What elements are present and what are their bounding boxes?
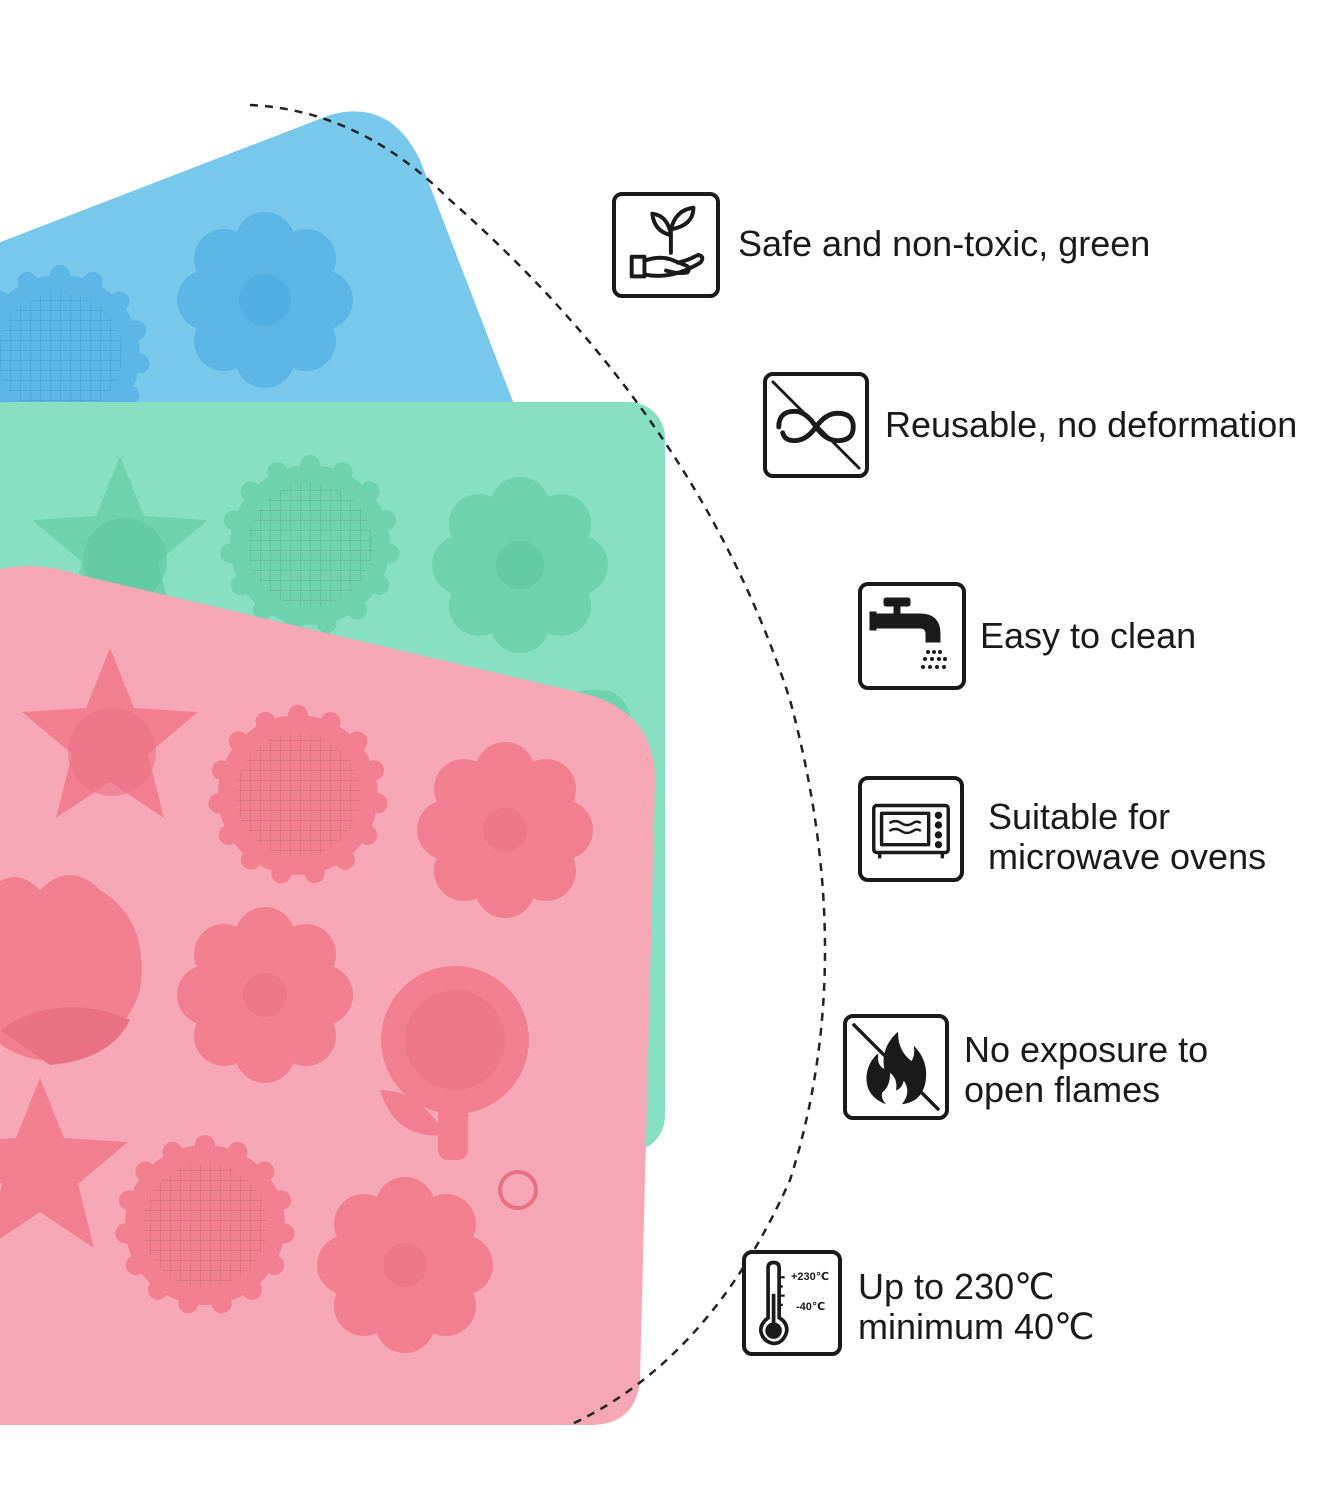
feature-flame-label: No exposure to open flames: [964, 1029, 1209, 1110]
feature-temperature-label: Up to 230℃ minimum 40℃: [858, 1266, 1095, 1347]
feature-clean-label: Easy to clean: [980, 615, 1197, 656]
thermometer-icon: +230℃ -40℃: [742, 1250, 842, 1356]
no-flame-icon: [843, 1014, 949, 1120]
plant-in-hand-icon: [612, 192, 720, 298]
feature-reusable-label: Reusable, no deformation: [885, 404, 1298, 445]
microwave-icon: [858, 776, 964, 882]
no-deformation-icon: [763, 372, 869, 478]
pink-tray: [0, 566, 655, 1425]
thermometer-min-label: -40℃: [796, 1301, 826, 1313]
faucet-icon: [858, 582, 966, 690]
feature-microwave-label: Suitable for microwave ovens: [988, 796, 1267, 877]
blue-tray: [0, 111, 520, 446]
feature-safe-label: Safe and non-toxic, green: [738, 223, 1151, 264]
thermometer-max-label: +230℃: [791, 1271, 830, 1283]
dashed-arc: [249, 103, 827, 1427]
